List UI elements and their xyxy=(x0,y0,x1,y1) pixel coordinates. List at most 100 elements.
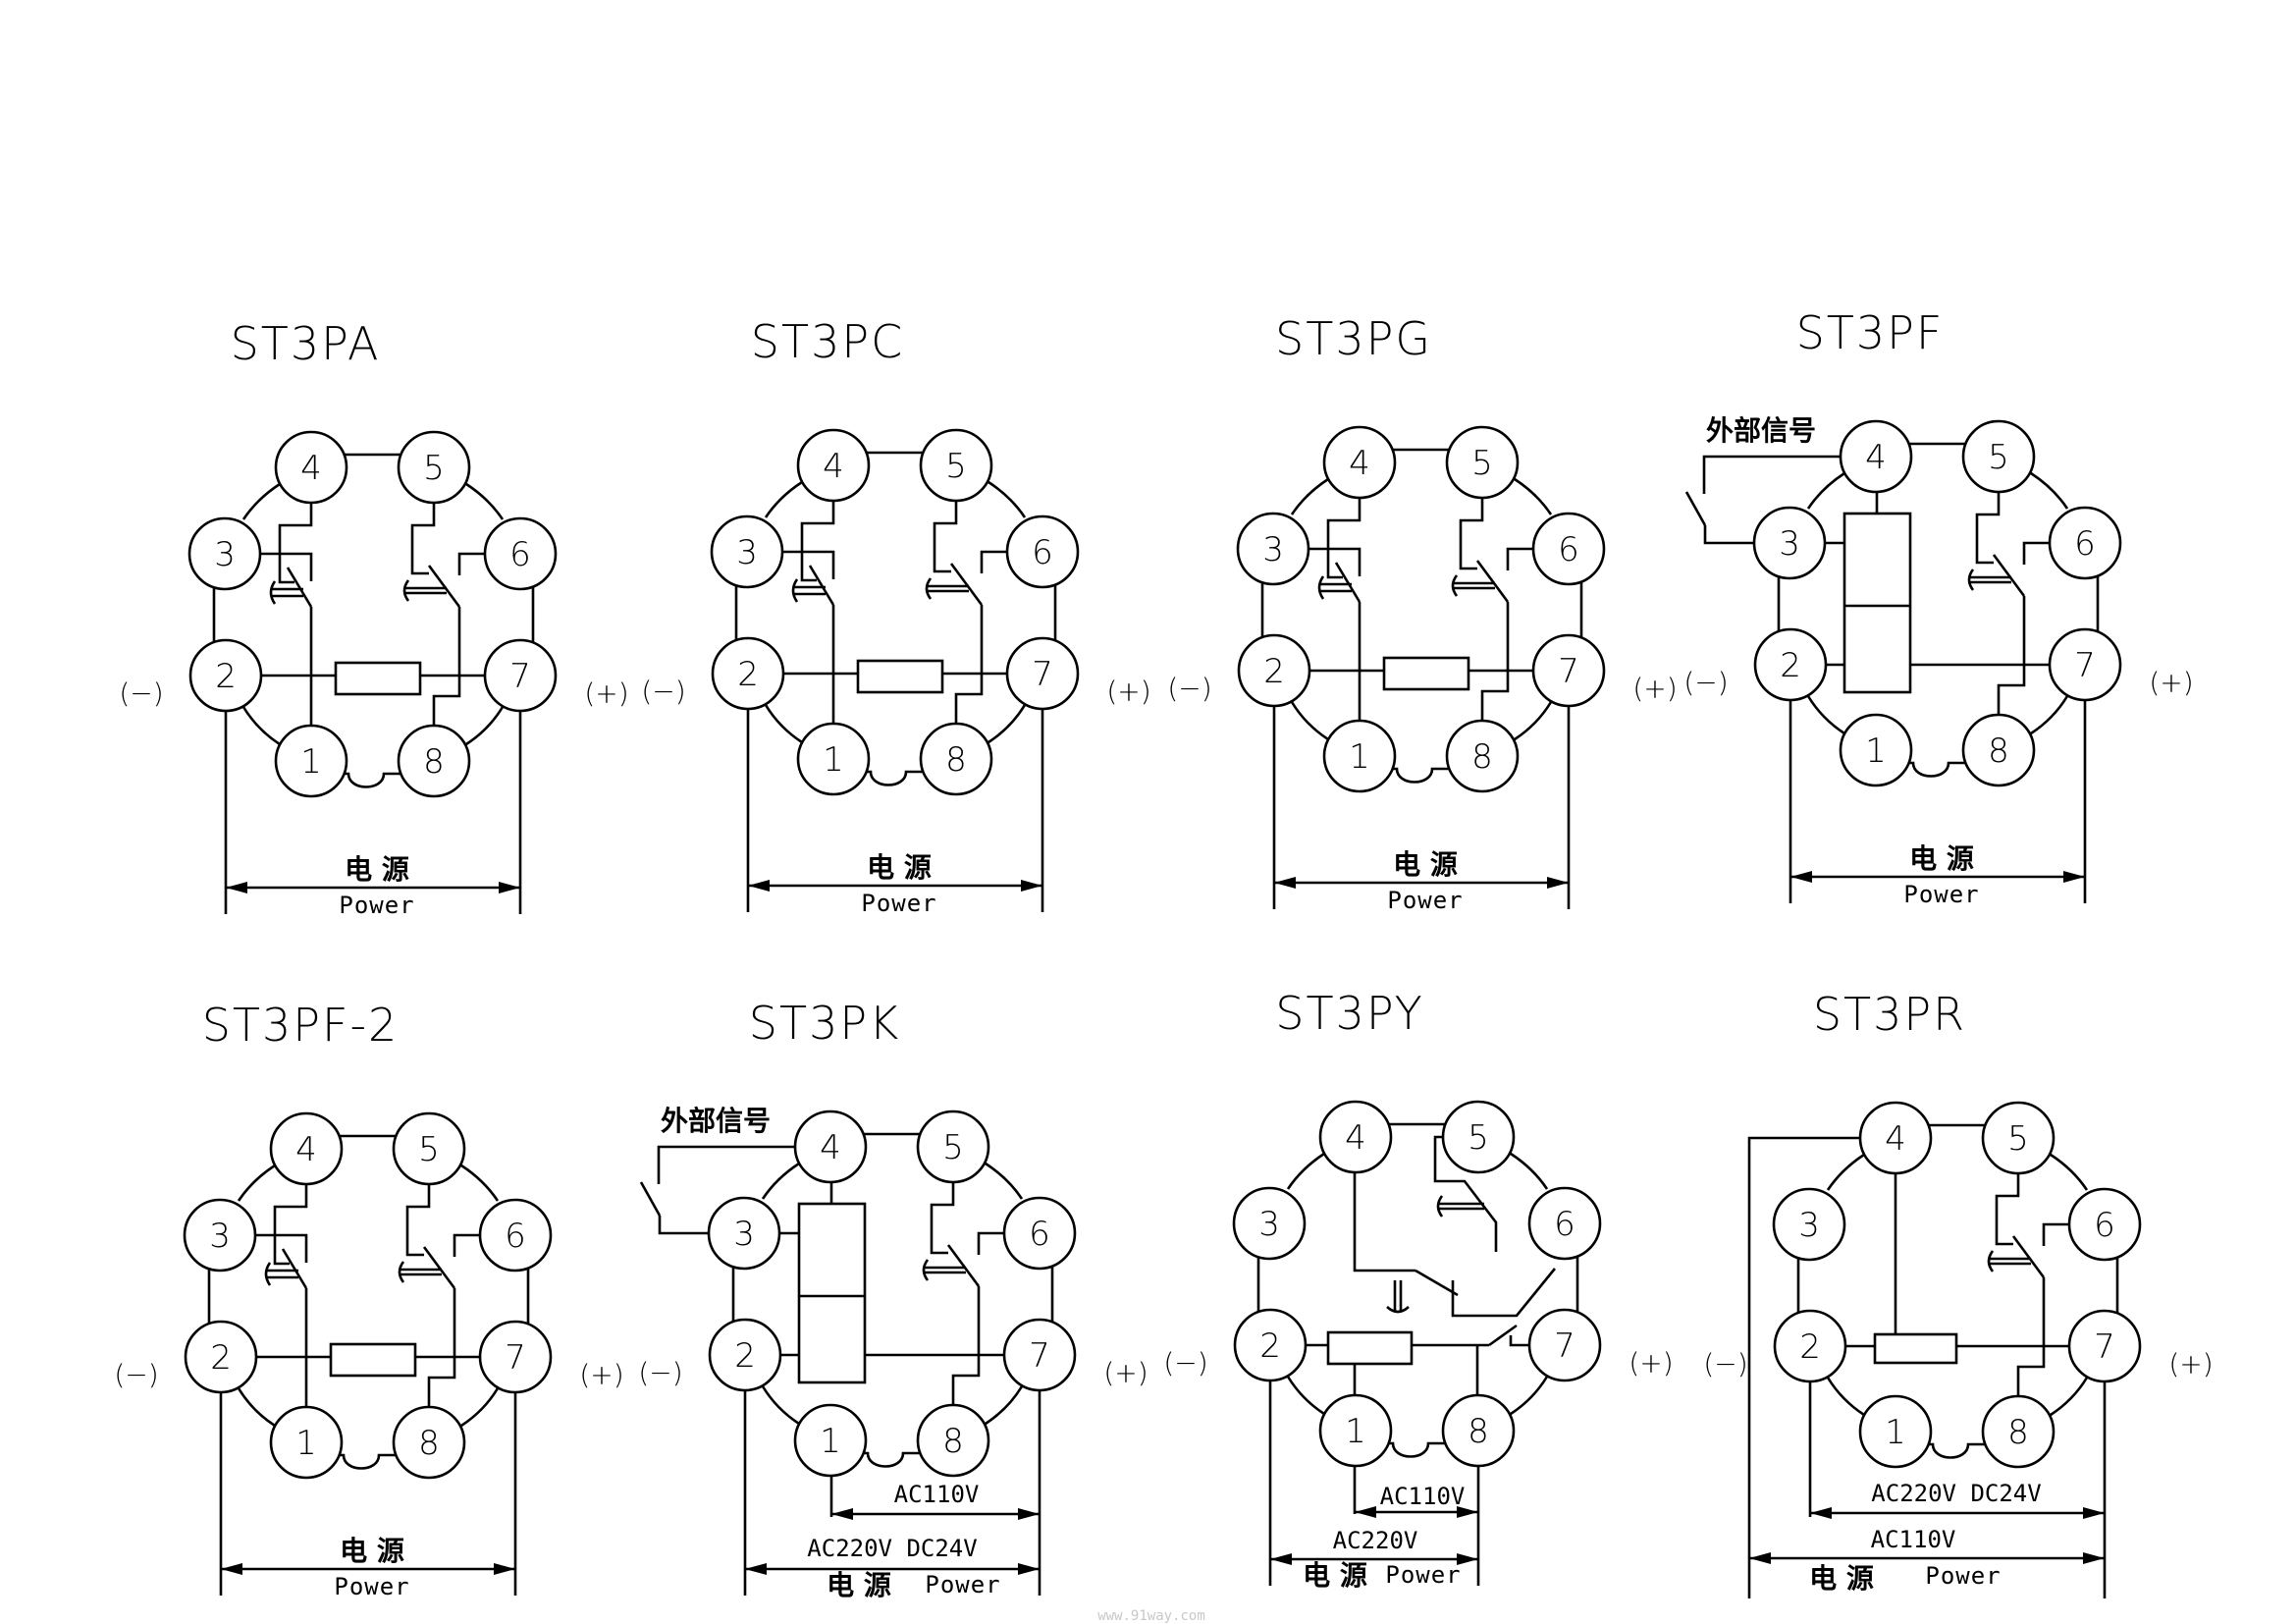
wire xyxy=(1480,602,1510,721)
wire xyxy=(432,607,461,726)
voltage-label-b: AC220V DC24V xyxy=(807,1535,977,1562)
terminal-number: 2 xyxy=(1799,1327,1821,1367)
wire xyxy=(405,1184,431,1257)
terminal-pin-7: 7 xyxy=(478,1320,553,1394)
terminal-pin-8: 8 xyxy=(397,724,471,798)
terminal-pin-6: 6 xyxy=(1005,514,1080,589)
terminal-pin-2: 2 xyxy=(1237,633,1311,708)
contact-nc xyxy=(1506,547,1533,570)
terminal-pin-4: 4 xyxy=(796,428,871,503)
terminal-circle xyxy=(483,638,558,713)
power-label-en: Power xyxy=(1385,1561,1461,1589)
terminal-number: 5 xyxy=(1471,444,1493,483)
contact-nc xyxy=(782,550,835,579)
power-label-cn: 电 源 xyxy=(1393,848,1458,881)
terminal-circle xyxy=(187,516,262,591)
switch-blade xyxy=(427,565,461,608)
terminal-circle xyxy=(1752,506,1827,580)
terminal-number: 1 xyxy=(820,1422,841,1461)
arrowhead-right-icon xyxy=(499,882,520,893)
terminal-pin-1: 1 xyxy=(274,724,348,798)
terminal-circle xyxy=(2048,506,2122,580)
terminal-circle xyxy=(1961,419,2036,494)
power-label-en: Power xyxy=(925,1571,1000,1598)
terminal-number: 7 xyxy=(1554,1326,1575,1366)
actuator-arrow-icon xyxy=(264,1262,272,1286)
negative-polarity-label: (−) xyxy=(114,1359,158,1391)
contact-nc xyxy=(2022,541,2050,565)
terminal-number: 8 xyxy=(942,1422,964,1461)
arrowhead-right-icon xyxy=(1018,1508,1040,1520)
terminal-pin-4: 4 xyxy=(1839,419,1913,494)
terminal-pin-6: 6 xyxy=(1531,512,1606,586)
terminal-number: 5 xyxy=(1988,438,2009,477)
coil-symbol xyxy=(334,661,422,696)
terminal-circle xyxy=(793,1110,868,1184)
terminal-number: 6 xyxy=(509,535,531,574)
terminal-circle xyxy=(793,1403,868,1478)
terminal-number: 5 xyxy=(418,1130,440,1169)
terminal-number: 6 xyxy=(1029,1215,1050,1254)
terminal-circle xyxy=(269,1405,344,1480)
arrowhead-left-icon xyxy=(748,880,770,892)
terminal-pin-2: 2 xyxy=(711,636,785,711)
switch-blade xyxy=(1415,1269,1459,1297)
terminal-pin-3: 3 xyxy=(183,1198,257,1272)
terminal-circle xyxy=(1981,1394,2056,1469)
contact-no xyxy=(1509,1335,1529,1347)
terminal-number: 7 xyxy=(1032,655,1053,694)
diagram-title: ST3PA xyxy=(231,317,381,370)
switch-blade xyxy=(1488,1324,1518,1347)
positive-polarity-label: (+) xyxy=(579,1359,623,1391)
terminal-pin-7: 7 xyxy=(1005,636,1080,711)
terminal-pin-1: 1 xyxy=(1318,1393,1393,1468)
terminal-circle xyxy=(483,516,558,591)
terminal-number: 1 xyxy=(823,740,844,780)
power-label-en: Power xyxy=(334,1573,409,1600)
terminal-circle xyxy=(184,1320,258,1394)
arrowhead-left-icon xyxy=(1790,871,1812,883)
terminal-circle xyxy=(274,430,348,505)
coil-symbol xyxy=(1326,1330,1414,1366)
positive-polarity-label: (+) xyxy=(2168,1348,2213,1380)
terminal-pin-4: 4 xyxy=(1318,1100,1393,1174)
terminal-circle xyxy=(1527,1308,1602,1382)
external-signal-label: 外部信号 xyxy=(661,1105,771,1137)
voltage-label-b: AC220V xyxy=(1333,1527,1418,1554)
arrowhead-left-icon xyxy=(1810,1507,1832,1519)
terminal-pin-4: 4 xyxy=(793,1110,868,1184)
terminal-number: 4 xyxy=(820,1128,841,1167)
terminal-pin-3: 3 xyxy=(710,514,784,589)
terminal-number: 4 xyxy=(1885,1119,1906,1159)
negative-polarity-label: (−) xyxy=(638,1357,682,1389)
terminal-number: 8 xyxy=(1988,731,2009,771)
terminal-circle xyxy=(1858,1101,1933,1175)
terminal-pin-3: 3 xyxy=(1772,1187,1846,1262)
terminal-number: 1 xyxy=(300,742,322,782)
terminal-pin-5: 5 xyxy=(392,1111,466,1186)
socket-outline xyxy=(1256,1122,1579,1458)
arrowhead-left-icon xyxy=(226,882,247,893)
socket-outline xyxy=(207,1134,530,1470)
diagram-title: ST3PR xyxy=(1813,988,1966,1041)
actuator-arrow-icon xyxy=(269,580,277,605)
terminal-circle xyxy=(1445,425,1520,500)
terminal-circle xyxy=(1441,1393,1516,1468)
terminal-circle xyxy=(274,724,348,798)
coil-symbol xyxy=(329,1342,417,1378)
negative-polarity-label: (−) xyxy=(119,677,163,710)
external-lead xyxy=(1747,1136,1860,1598)
timer-module xyxy=(797,1202,867,1384)
wire xyxy=(273,1184,308,1266)
terminal-pin-8: 8 xyxy=(919,722,993,796)
terminal-circle xyxy=(1002,1196,1077,1271)
terminal-pin-7: 7 xyxy=(2048,627,2122,702)
terminal-pin-8: 8 xyxy=(1445,719,1520,793)
wire xyxy=(951,1286,981,1405)
terminal-number: 3 xyxy=(1258,1205,1280,1244)
wire xyxy=(1353,1172,1415,1272)
terminal-circle xyxy=(916,1403,990,1478)
